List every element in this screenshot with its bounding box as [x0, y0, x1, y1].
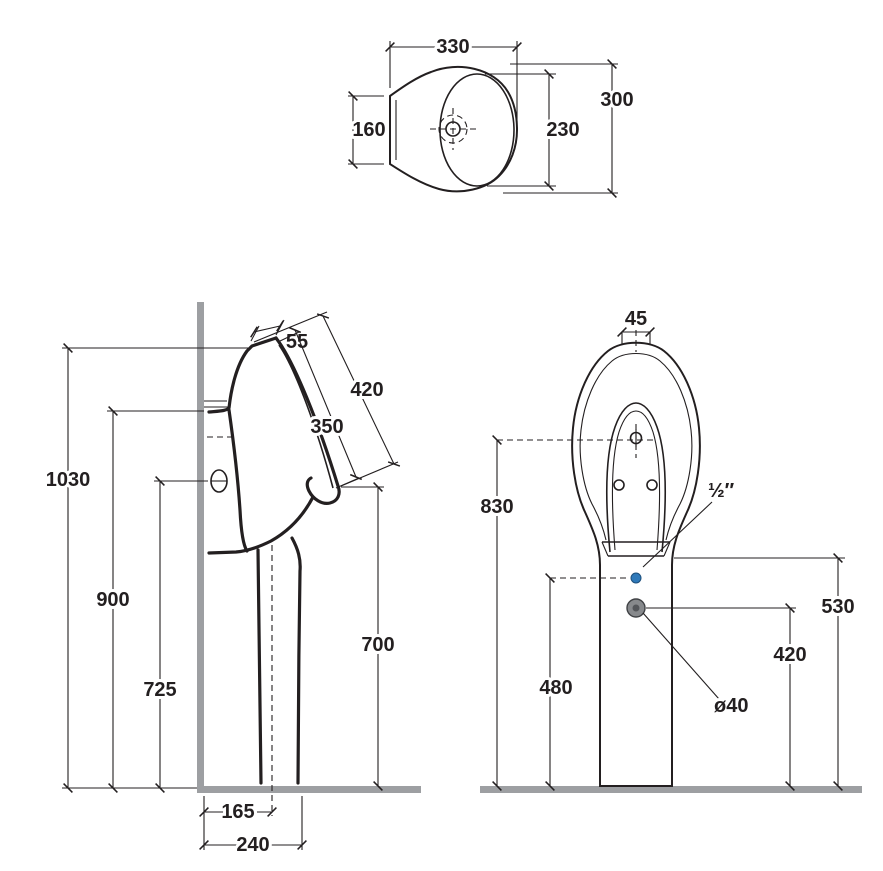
front-inner-body-line: [579, 352, 693, 541]
side-profile-bowl-underside: [207, 495, 315, 555]
dim-side-top-edge: 55: [250, 319, 311, 356]
dim-front-hole-height: 830: [477, 435, 655, 791]
dim-label-830: 830: [480, 496, 513, 518]
side-view: 1030 900 725 700 55 420: [43, 302, 421, 859]
dim-side-base-depth: 240: [199, 796, 307, 859]
dim-top-bowl-depth: 230: [485, 69, 583, 191]
dim-label-240: 240: [236, 834, 269, 856]
front-view: 45 830 480 530 420 ½″ ø40: [477, 305, 862, 793]
dim-label-420-drain: 420: [773, 644, 806, 666]
dim-top-width: 330: [385, 33, 522, 122]
dim-label-160: 160: [352, 119, 385, 141]
front-shelf-edge: [663, 541, 671, 557]
dim-label-350: 350: [310, 416, 343, 438]
dim-line: [250, 320, 284, 338]
dim-front-shelf-height: 530: [674, 553, 858, 791]
ext-line: [250, 325, 260, 342]
dim-label-530: 530: [821, 596, 854, 618]
front-outer-silhouette: [571, 341, 701, 787]
label-inlet-half-inch: ½″: [708, 480, 735, 502]
front-bowl-arch-outer: [605, 402, 667, 553]
callout-inlet-size: ½″: [642, 477, 738, 568]
leader-line: [642, 501, 713, 568]
top-view-bowl-rim: [439, 73, 515, 187]
dim-label-165: 165: [221, 801, 254, 823]
floor-section: [197, 786, 421, 793]
wall-section: [197, 302, 204, 793]
side-profile-bowl-back: [227, 408, 249, 553]
dim-side-slope-inner: 350: [279, 326, 363, 489]
side-profile-column-back: [256, 548, 263, 785]
dim-label-300: 300: [600, 89, 633, 111]
dim-front-top-width: 45: [617, 305, 655, 345]
dim-side-rim-height: 700: [341, 482, 398, 791]
side-profile-spout: [207, 336, 278, 414]
dim-label-1030: 1030: [46, 469, 91, 491]
dim-top-depth: 300: [503, 59, 637, 198]
front-fixing-hole-right: [646, 479, 658, 491]
label-drain-diameter: ø40: [714, 695, 748, 717]
dim-side-overall-height: 1030: [43, 343, 248, 793]
dim-label-900: 900: [96, 589, 129, 611]
callout-drain-size: ø40: [642, 612, 751, 720]
front-inlet-dot: [630, 572, 642, 584]
side-profile-column-front: [290, 536, 302, 785]
dim-front-drain-height: 420: [646, 603, 810, 791]
dim-side-drain-offset: 165: [199, 796, 277, 826]
leader-line: [642, 612, 720, 700]
front-fixing-hole-left: [613, 479, 625, 491]
front-drain-center: [632, 604, 640, 612]
dim-side-fixing-height: 725: [140, 476, 208, 793]
top-view: 330 300 160 230: [348, 33, 637, 198]
floor-section-front: [480, 786, 862, 793]
front-bowl-arch-inner: [611, 410, 661, 551]
dim-label-230: 230: [546, 119, 579, 141]
dim-label-420-slope: 420: [350, 379, 383, 401]
dim-top-spout-height: 160: [348, 91, 389, 169]
front-shelf-edge: [601, 541, 609, 557]
dim-line: [288, 326, 363, 481]
dim-label-700: 700: [361, 634, 394, 656]
dim-label-480: 480: [539, 677, 572, 699]
dim-side-back-height: 900: [93, 406, 204, 793]
dim-label-45: 45: [625, 308, 647, 330]
dim-front-inlet-height: 480: [536, 573, 629, 791]
dim-label-725: 725: [143, 679, 176, 701]
dim-label-330: 330: [436, 36, 469, 58]
